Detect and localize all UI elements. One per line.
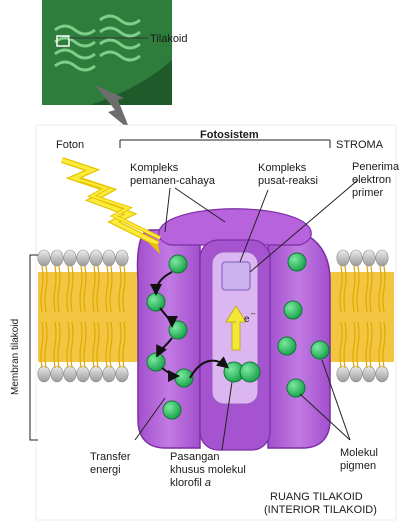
penerima-label-2: elektron <box>352 174 391 186</box>
phospholipid-head <box>38 366 50 382</box>
phospholipid-head <box>350 250 362 266</box>
phospholipid-head <box>77 250 89 266</box>
phospholipid-head <box>350 366 362 382</box>
phospholipid-head <box>103 250 115 266</box>
phospholipid-head <box>363 366 375 382</box>
kompleks-pusat-label-1: Kompleks <box>258 162 307 174</box>
phospholipid-head <box>103 366 115 382</box>
penerima-label-3: primer <box>352 187 384 199</box>
phospholipid-head <box>90 250 102 266</box>
phospholipid-head <box>363 250 375 266</box>
tilakoid-label: Tilakoid <box>150 33 188 45</box>
pigment-molecule <box>163 401 181 419</box>
pasangan-label-3a: klorofil <box>170 477 205 489</box>
penerima-label-1: Penerima <box>352 161 400 173</box>
phospholipid-head <box>376 366 388 382</box>
pasangan-label-1: Pasangan <box>170 451 220 463</box>
transfer-label-1: Transfer <box>90 451 131 463</box>
phospholipid-head <box>38 250 50 266</box>
pasangan-label-3b: a <box>205 477 211 489</box>
fotosistem-label: Fotosistem <box>200 129 259 141</box>
phospholipid-head <box>116 366 128 382</box>
pigment-molecule <box>311 341 329 359</box>
pigment-molecule <box>169 255 187 273</box>
phospholipid-head <box>90 366 102 382</box>
pasangan-label-2: khusus molekul <box>170 464 246 476</box>
phospholipid-head <box>64 366 76 382</box>
kompleks-pemanen-label-1: Kompleks <box>130 162 179 174</box>
electron-charge: – <box>251 309 256 318</box>
electron-symbol: e <box>244 314 250 325</box>
ruang-label-2: (INTERIOR TILAKOID) <box>264 504 377 516</box>
phospholipid-head <box>51 366 63 382</box>
pigment-molecule <box>284 301 302 319</box>
membran-label: Membran tilakoid <box>10 319 21 395</box>
kompleks-pusat-label-2: pusat-reaksi <box>258 175 318 187</box>
phospholipid-head <box>51 250 63 266</box>
foton-label: Foton <box>56 139 84 151</box>
phospholipid-head <box>337 366 349 382</box>
stroma-label: STROMA <box>336 139 384 151</box>
primary-electron-acceptor <box>222 262 250 290</box>
transfer-label-2: energi <box>90 464 121 476</box>
kompleks-pemanen-label-2: pemanen-cahaya <box>130 175 216 187</box>
pigment-molecule <box>147 293 165 311</box>
phospholipid-head <box>64 250 76 266</box>
chloroplast-inset <box>42 0 172 130</box>
pasangan-label-3: klorofil a <box>170 477 211 489</box>
pigment-molecule <box>287 379 305 397</box>
pigment-molecule <box>278 337 296 355</box>
phospholipid-head <box>376 250 388 266</box>
ruang-label-1: RUANG TILAKOID <box>270 491 363 503</box>
special-pair-chlorophyll-2 <box>240 362 260 382</box>
molekul-label-1: Molekul <box>340 447 378 459</box>
phospholipid-head <box>337 250 349 266</box>
phospholipid-head <box>77 366 89 382</box>
phospholipid-head <box>116 250 128 266</box>
molekul-label-2: pigmen <box>340 460 376 472</box>
pigment-molecule <box>288 253 306 271</box>
